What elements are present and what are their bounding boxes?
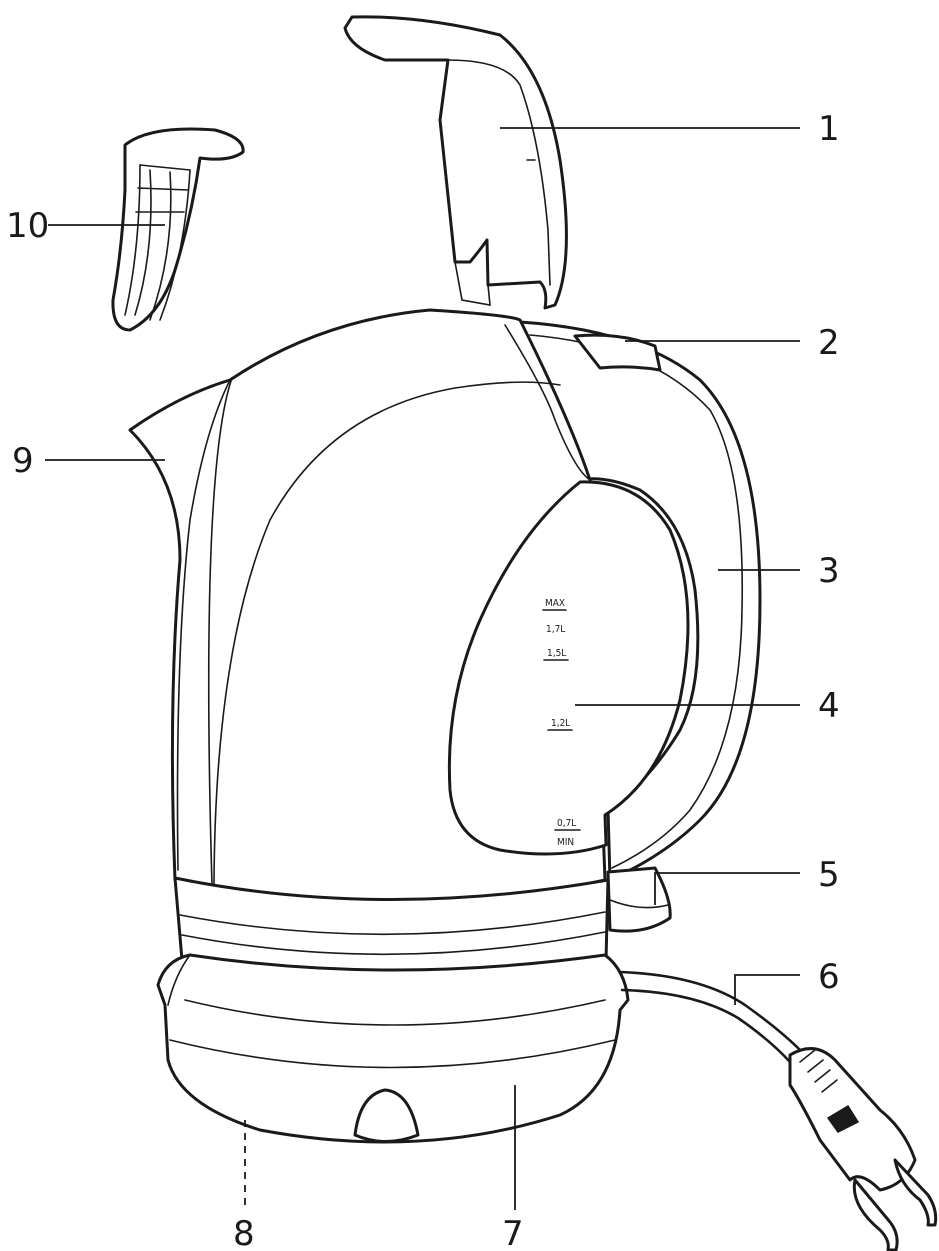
power-base: [156, 953, 630, 1144]
power-plug: [788, 1047, 938, 1251]
scale-0-7l-label: 0,7L: [557, 818, 576, 829]
scale-min-label: MIN: [557, 837, 574, 848]
limescale-filter: [111, 127, 245, 332]
callout-6: 6: [818, 957, 840, 997]
power-cord: [618, 970, 802, 1064]
callout-9: 9: [12, 441, 34, 481]
leader-5: [654, 872, 800, 905]
callout-3: 3: [818, 551, 840, 591]
callout-7: 7: [502, 1214, 524, 1251]
scale-1-7l-label: 1,7L: [546, 624, 565, 635]
scale-1-5l-label: 1,5L: [547, 648, 566, 659]
callout-10: 10: [6, 206, 49, 246]
leader-6: [734, 974, 800, 1005]
callout-1: 1: [818, 109, 840, 149]
callout-8: 8: [233, 1214, 255, 1251]
water-level-window: [447, 480, 690, 856]
on-off-switch: [573, 333, 662, 372]
kettle-lid: [343, 15, 568, 310]
callout-5: 5: [818, 855, 840, 895]
scale-max-label: MAX: [545, 598, 565, 609]
scale-1-2l-label: 1,2L: [551, 718, 570, 729]
lid-release-tab: [606, 866, 672, 933]
callout-2: 2: [818, 323, 840, 363]
callout-4: 4: [818, 686, 840, 726]
